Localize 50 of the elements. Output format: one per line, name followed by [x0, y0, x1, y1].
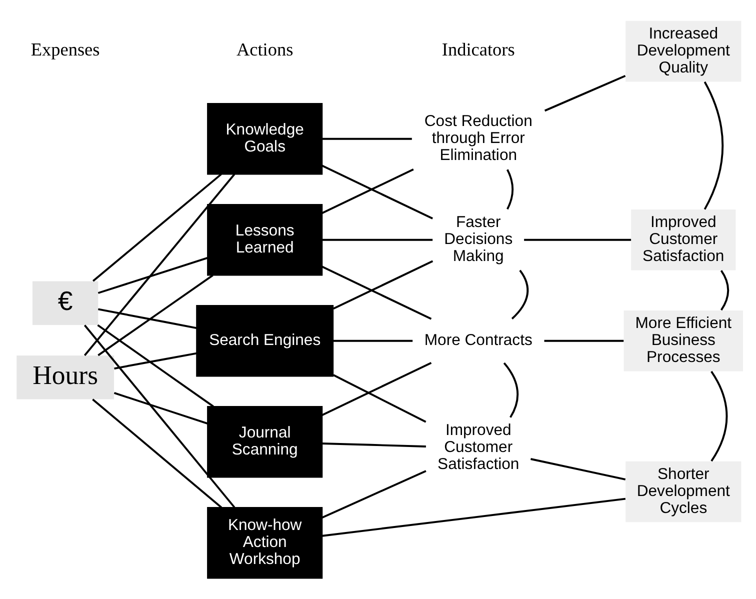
node-box: More Efficient Business Processes — [624, 310, 744, 372]
connector — [322, 168, 414, 214]
connector — [333, 260, 434, 310]
connector — [720, 270, 730, 311]
node-text: Cost Reduction through Error Elimination — [424, 112, 532, 164]
connector — [332, 374, 426, 423]
node-text: Faster Decisions Making — [444, 214, 513, 266]
connector — [92, 173, 222, 282]
node-box: € — [32, 281, 98, 326]
node-box: Shorter Development Cycles — [626, 461, 742, 522]
node-box: Lessons Learned — [207, 204, 323, 276]
node-box: Increased Development Quality — [626, 20, 742, 82]
node-box: Improved Customer Satisfaction — [631, 209, 736, 270]
connector — [530, 458, 626, 480]
connector — [544, 340, 624, 342]
connector — [322, 138, 412, 140]
node-text: More Contracts — [424, 332, 532, 350]
connector — [544, 75, 626, 112]
connector — [710, 370, 728, 462]
node-box: Search Engines — [196, 304, 334, 377]
connector — [98, 308, 197, 329]
connector — [506, 169, 514, 210]
node-text: Improved Customer Satisfaction — [438, 422, 520, 474]
node-box: Know-how Action Workshop — [207, 506, 323, 579]
connector — [503, 362, 519, 418]
connector — [84, 174, 236, 356]
connector — [98, 274, 214, 356]
node-box: Hours — [16, 355, 114, 400]
connector — [98, 257, 208, 294]
connector — [511, 270, 529, 320]
label: Actions — [236, 40, 294, 60]
connector — [92, 398, 222, 508]
node-box: Knowledge Goals — [207, 103, 323, 175]
connector — [114, 352, 197, 370]
connector — [704, 81, 724, 210]
connector — [524, 238, 632, 241]
connector — [84, 324, 236, 508]
connector — [322, 442, 426, 448]
connector — [114, 392, 208, 424]
connector — [322, 266, 432, 320]
label: Expenses — [30, 40, 100, 60]
connector — [97, 324, 214, 408]
connector — [322, 362, 432, 416]
connector — [322, 164, 433, 220]
node-box: Journal Scanning — [207, 406, 323, 478]
connector — [333, 340, 413, 342]
connector — [322, 470, 426, 519]
label: Indicators — [442, 40, 515, 60]
connector — [322, 238, 433, 241]
connector — [322, 498, 626, 537]
